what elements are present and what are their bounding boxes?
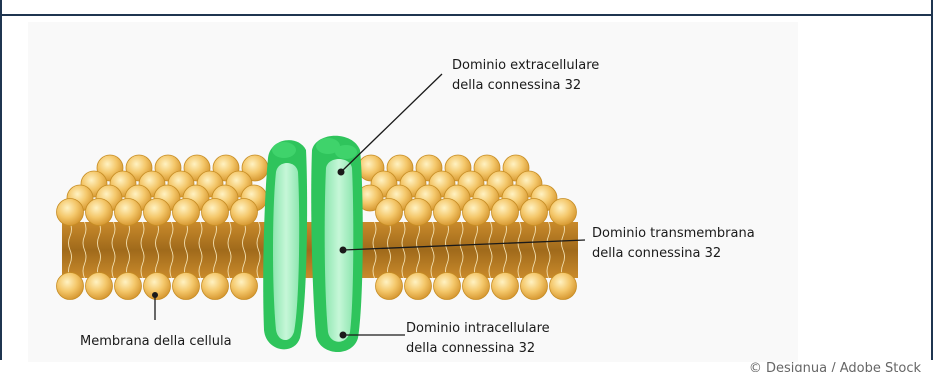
lipid-head <box>492 273 519 300</box>
lipid-head <box>115 199 142 226</box>
lipid-head <box>434 273 461 300</box>
protein-right-lobe <box>335 145 357 159</box>
label-transmembrane-line2: della connessina 32 <box>592 246 721 261</box>
label-intracellular-line1: Dominio intracellulare <box>406 321 550 336</box>
lipid-head <box>57 273 84 300</box>
lipid-head <box>434 199 461 226</box>
lipid-head <box>492 199 519 226</box>
lipid-head <box>463 273 490 300</box>
label-extracellular-line2: della connessina 32 <box>452 78 581 93</box>
lipid-head <box>86 199 113 226</box>
lipid-head <box>231 273 258 300</box>
protein-left-lobe <box>272 142 296 158</box>
lipid-head <box>550 199 577 226</box>
intracellular-leader-dot <box>340 332 347 339</box>
lipid-head <box>376 273 403 300</box>
image-credit: © Designua / Adobe Stock <box>749 361 921 372</box>
lipid-head <box>463 199 490 226</box>
extracellular-leader-dot <box>338 169 345 176</box>
lipid-head <box>550 273 577 300</box>
lipid-head <box>521 199 548 226</box>
lipid-head <box>202 273 229 300</box>
lipid-head <box>521 273 548 300</box>
label-extracellular-line1: Dominio extracellulare <box>452 58 599 73</box>
lipid-head <box>376 199 403 226</box>
transmembrane-leader-dot <box>340 247 347 254</box>
label-membrane: Membrana della cellula <box>80 334 232 349</box>
lipid-head <box>115 273 142 300</box>
lipid-head <box>405 273 432 300</box>
lipid-head <box>144 199 171 226</box>
label-intracellular-line2: della connessina 32 <box>406 341 535 356</box>
lipid-head <box>57 199 84 226</box>
label-transmembrane-line1: Dominio transmembrana <box>592 226 755 241</box>
protein-left-inner <box>273 163 299 340</box>
lipid-head <box>173 273 200 300</box>
lipid-head <box>231 199 258 226</box>
lipid-head <box>173 199 200 226</box>
lipid-head <box>202 199 229 226</box>
lipid-head <box>86 273 113 300</box>
membrane-leader-dot <box>152 292 158 298</box>
lipid-head <box>405 199 432 226</box>
